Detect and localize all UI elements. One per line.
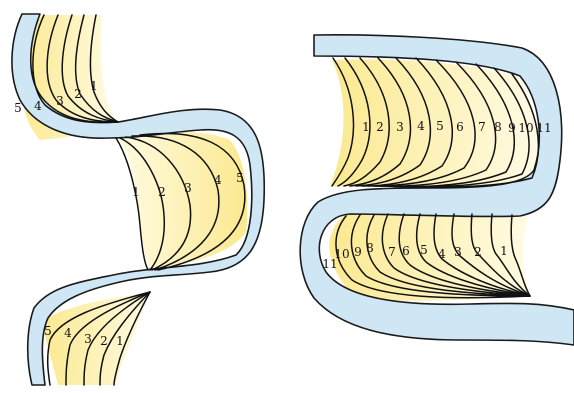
left-upper-label: 2 xyxy=(74,87,82,101)
right-lower-label: 3 xyxy=(454,245,462,259)
right-upper-label: 7 xyxy=(478,120,486,134)
right-upper-label: 1 xyxy=(362,120,370,134)
right-upper-label: 5 xyxy=(436,119,444,133)
right-upper-label: 2 xyxy=(376,120,384,134)
left-middle-label: 5 xyxy=(236,171,244,185)
left-middle-label: 3 xyxy=(184,181,192,195)
left-upper-label: 5 xyxy=(14,101,22,115)
left-lower-label: 5 xyxy=(44,324,52,338)
right-upper-label: 11 xyxy=(536,121,551,135)
right-lower-label: 9 xyxy=(354,245,362,259)
right-upper-label: 9 xyxy=(508,121,516,135)
left-middle-label: 4 xyxy=(214,173,222,187)
right-lower-label: 10 xyxy=(334,247,349,261)
right-lower-label: 1 xyxy=(500,244,508,258)
left-middle-point-bar xyxy=(115,131,247,270)
left-lower-label: 1 xyxy=(116,334,124,348)
right-lower-label: 7 xyxy=(388,245,396,259)
right-lower-label: 2 xyxy=(474,245,482,259)
right-upper-label: 4 xyxy=(417,119,425,133)
left-lower-label: 3 xyxy=(84,332,92,346)
left-lower-label: 4 xyxy=(64,326,72,340)
left-upper-label: 4 xyxy=(34,99,42,113)
right-upper-label: 8 xyxy=(494,120,502,134)
left-middle-label: 1 xyxy=(132,185,140,199)
right-upper-label: 10 xyxy=(518,121,533,135)
right-meander: 1 2 3 4 5 6 7 8 9 10 11 11 10 9 8 7 6 5 … xyxy=(300,35,574,345)
left-lower-label: 2 xyxy=(100,334,108,348)
left-upper-label: 1 xyxy=(90,79,98,93)
right-upper-label: 6 xyxy=(456,120,464,134)
left-meander: 5 4 3 2 1 1 2 3 4 5 5 4 3 2 1 xyxy=(12,14,264,385)
right-lower-label: 6 xyxy=(402,244,410,258)
left-upper-label: 3 xyxy=(56,94,64,108)
right-upper-label: 3 xyxy=(396,120,404,134)
right-lower-label: 5 xyxy=(420,243,428,257)
left-middle-label: 2 xyxy=(158,185,166,199)
right-lower-label: 8 xyxy=(366,241,374,255)
right-lower-label: 4 xyxy=(438,247,446,261)
